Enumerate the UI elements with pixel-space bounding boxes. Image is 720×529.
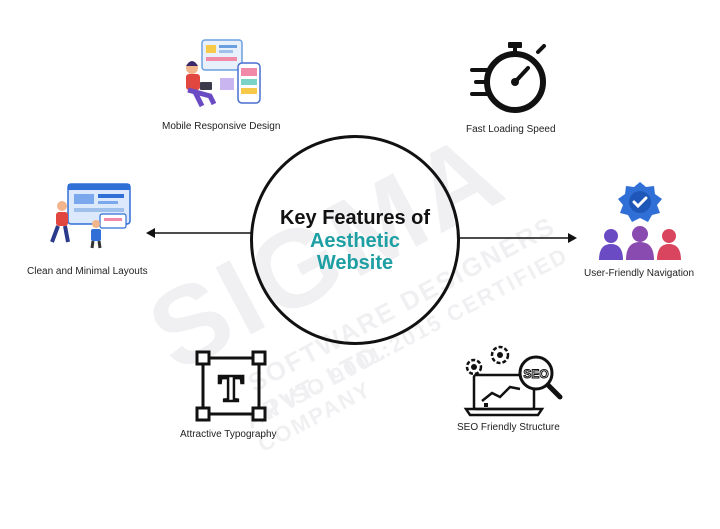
stopwatch-icon — [470, 40, 555, 120]
users-badge-icon — [595, 180, 685, 262]
feature-label-seo: SEO Friendly Structure — [457, 422, 560, 433]
central-topic: Key Features of Aesthetic Website — [250, 135, 460, 345]
seo-text: SEO — [523, 367, 548, 381]
feature-label-typography: Attractive Typography — [180, 429, 277, 440]
typography-letter: T — [218, 368, 243, 410]
web-layout-icon — [40, 180, 140, 250]
arrow-left-head — [146, 228, 155, 238]
mobile-devices-icon — [180, 38, 270, 113]
feature-label-mobile: Mobile Responsive Design — [162, 121, 281, 132]
seo-laptop-icon: SEO — [460, 345, 570, 420]
arrow-right-head — [568, 233, 577, 243]
text-frame-icon: T — [195, 350, 267, 422]
title-line-1: Key Features of — [279, 207, 431, 229]
feature-label-layout: Clean and Minimal Layouts — [27, 266, 148, 277]
title-line-3: Website — [316, 252, 394, 274]
feature-label-speed: Fast Loading Speed — [466, 124, 556, 135]
connector-arrows — [146, 228, 577, 243]
feature-label-navigation: User-Friendly Navigation — [584, 268, 695, 279]
title-line-2: Aesthetic — [309, 230, 401, 252]
